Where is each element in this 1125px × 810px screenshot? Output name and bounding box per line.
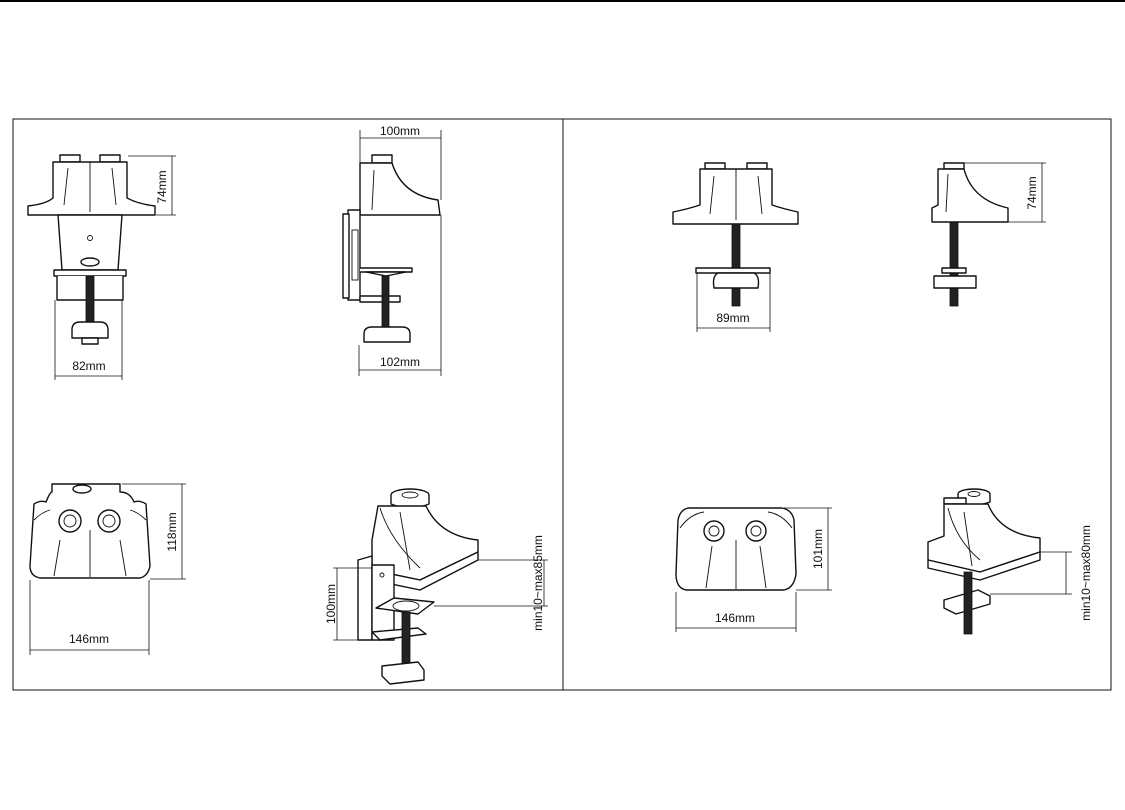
clamp-isometric-view: [357, 488, 479, 685]
clamp-front-width-dimension: [54, 300, 123, 380]
grommet-side-height-dimension: [964, 162, 1046, 223]
grommet-top-depth-label: 101mm: [811, 529, 825, 569]
clamp-side-top-width-label: 100mm: [380, 124, 420, 138]
clamp-front-height-label: 74mm: [155, 170, 169, 203]
clamp-top-width-dimension: [29, 580, 150, 655]
grommet-side-height-label: 74mm: [1025, 176, 1039, 209]
grommet-top-depth-dimension: [784, 507, 832, 591]
grommet-front-width-label: 89mm: [716, 311, 749, 325]
clamp-top-view: [29, 483, 151, 579]
clamp-side-view: [342, 154, 441, 343]
grommet-top-view: [675, 507, 797, 591]
grommet-top-width-label: 146mm: [715, 611, 755, 625]
clamp-front-width-label: 82mm: [72, 359, 105, 373]
clamp-height-dimension: [333, 567, 372, 641]
clamp-range-label: min10~max85mm: [531, 535, 545, 631]
grommet-range-label: min10~max80mm: [1079, 525, 1093, 621]
clamp-front-height-dimension: [128, 155, 176, 216]
right-panel-frame: [562, 118, 1112, 691]
clamp-range-dimension: [434, 559, 548, 607]
grommet-isometric-view: [927, 488, 1041, 635]
clamp-top-width-label: 146mm: [69, 632, 109, 646]
clamp-height-label: 100mm: [324, 584, 338, 624]
grommet-front-width-dimension: [696, 273, 771, 332]
clamp-top-depth-label: 118mm: [165, 512, 179, 551]
top-border: [0, 0, 1125, 2]
clamp-side-top-width-dimension: [359, 130, 442, 200]
clamp-front-view: [27, 154, 156, 345]
clamp-side-bottom-width-dimension: [358, 215, 442, 376]
grommet-front-view: [672, 162, 799, 307]
grommet-side-view: [931, 162, 1009, 307]
grommet-top-width-dimension: [675, 592, 797, 632]
grommet-range-dimension: [990, 551, 1072, 595]
clamp-top-depth-dimension: [122, 483, 186, 580]
clamp-side-bottom-width-label: 102mm: [380, 355, 420, 369]
